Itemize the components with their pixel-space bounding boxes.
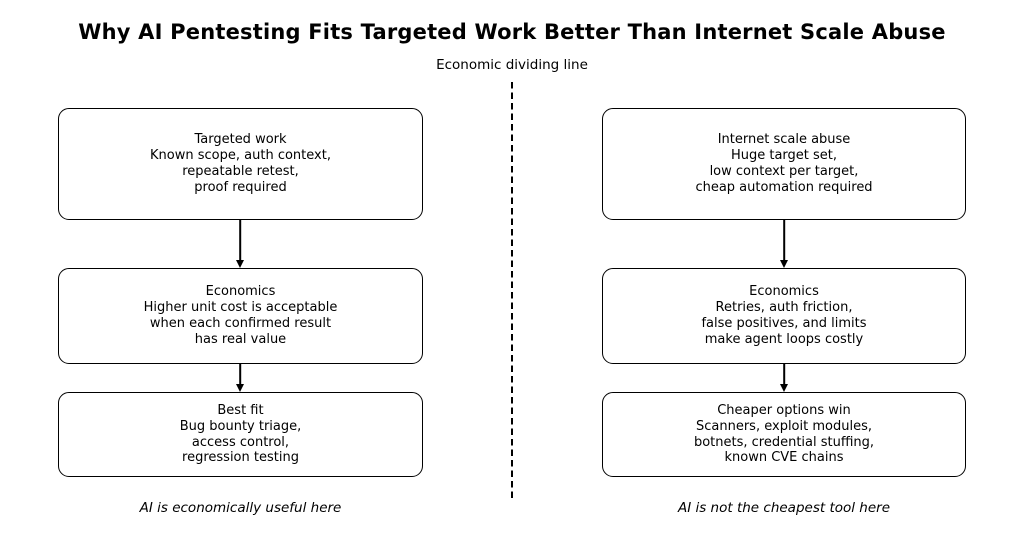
box-heading: Cheaper options win	[717, 402, 851, 418]
arrow-down-icon	[236, 220, 245, 268]
diagram-title: Why AI Pentesting Fits Targeted Work Bet…	[78, 20, 946, 44]
box-line: cheap automation required	[695, 179, 873, 195]
arrow-shaft	[239, 364, 241, 384]
flow-box-targeted-work: Targeted work Known scope, auth context,…	[58, 108, 423, 220]
box-heading: Internet scale abuse	[717, 132, 851, 148]
arrow-head	[236, 384, 244, 392]
box-line: access control,	[191, 434, 290, 450]
arrow-shaft	[783, 364, 785, 384]
arrow-head	[780, 384, 788, 392]
box-line: proof required	[194, 179, 287, 195]
flow-box-economics-left: Economics Higher unit cost is acceptable…	[58, 268, 423, 364]
box-heading: Economics	[749, 284, 819, 300]
box-heading: Targeted work	[194, 132, 287, 148]
box-heading: Best fit	[217, 402, 264, 418]
box-line: Retries, auth friction,	[715, 300, 853, 316]
arrow-down-icon	[780, 364, 789, 392]
box-line: has real value	[194, 331, 287, 347]
arrow-shaft	[239, 220, 241, 260]
box-line: Scanners, exploit modules,	[696, 418, 872, 434]
flow-box-cheaper-options-win: Cheaper options win Scanners, exploit mo…	[602, 392, 966, 477]
flow-box-best-fit: Best fit Bug bounty triage, access contr…	[58, 392, 423, 477]
right-column-caption: AI is not the cheapest tool here	[677, 500, 891, 516]
box-line: Known scope, auth context,	[150, 148, 331, 164]
box-line: Huge target set,	[730, 148, 838, 164]
economic-dividing-line	[511, 82, 513, 499]
flow-box-economics-right: Economics Retries, auth friction, false …	[602, 268, 966, 364]
arrow-head	[236, 260, 244, 268]
box-line: low context per target,	[709, 164, 859, 179]
flow-box-internet-scale-abuse: Internet scale abuse Huge target set, lo…	[602, 108, 966, 220]
box-line: Higher unit cost is acceptable	[143, 300, 338, 316]
box-line: botnets, credential stuffing,	[693, 434, 875, 450]
arrow-head	[780, 260, 788, 268]
box-line: make agent loops costly	[704, 331, 864, 347]
box-line: Bug bounty triage,	[179, 418, 302, 434]
box-line: repeatable retest,	[182, 164, 299, 179]
box-line: when each confirmed result	[149, 316, 332, 331]
divider-label: Economic dividing line	[436, 57, 588, 73]
arrow-shaft	[783, 220, 785, 260]
box-heading: Economics	[205, 284, 276, 300]
arrow-down-icon	[236, 364, 245, 392]
box-line: false positives, and limits	[701, 316, 867, 331]
box-line: known CVE chains	[724, 450, 844, 466]
box-line: regression testing	[182, 450, 299, 466]
arrow-down-icon	[780, 220, 789, 268]
left-column-caption: AI is economically useful here	[139, 500, 342, 516]
